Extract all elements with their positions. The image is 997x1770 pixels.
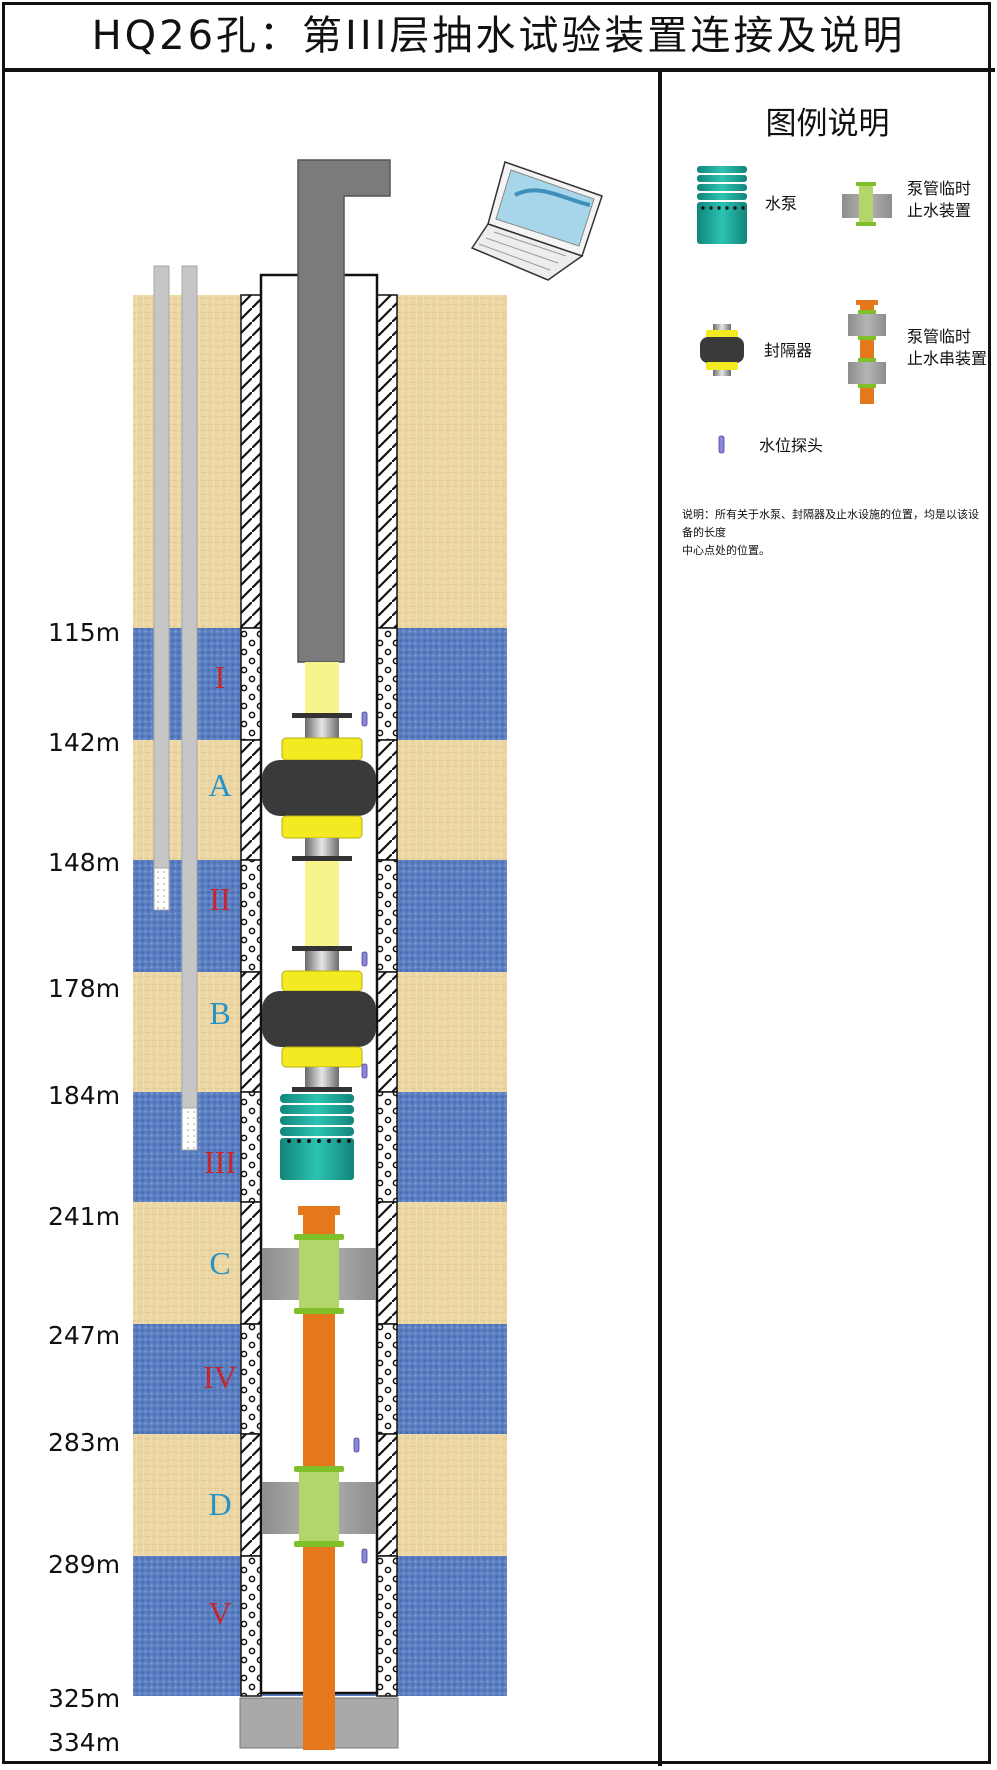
probe-5 [361,1548,368,1564]
legend-packer-label: 封隔器 [764,341,813,360]
legend-title: 图例说明 [765,106,890,142]
legend-packer-icon [700,324,744,376]
depth-label-325m: 325m [48,1684,121,1713]
aquifer-label-v: V [208,1595,232,1631]
legend-divider [658,70,662,1766]
legend-pipe-seal-label-2: 止水装置 [907,201,972,220]
probe-3 [361,1063,368,1079]
depth-label-334m: 334m [48,1728,121,1757]
legend-pipe-seal-label-1: 泵管临时 [907,179,972,198]
aquifer-label-iv: IV [203,1359,237,1395]
water-level-probes [353,711,368,1564]
legend-pipe-series-icon [848,300,886,404]
depth-label-115m: 115m [48,618,121,647]
observation-tube-2-screen [181,1107,198,1151]
probe-1 [361,711,368,727]
depth-label-148m: 148m [48,848,121,877]
packer-b [262,946,376,1092]
pipe-seal-d [262,1466,376,1547]
depth-label-283m: 283m [48,1428,121,1457]
legend-pipe-seal-icon [842,182,892,226]
probe-4 [353,1437,360,1453]
legend-probe-label: 水位探头 [759,436,824,455]
pump-device [280,1094,354,1180]
probe-2 [361,951,368,967]
legend-pipe-series-label-2: 止水串装置 [907,349,988,368]
riser-pipe [297,159,391,663]
aquitard-label-d: D [208,1486,232,1522]
legend-pump-icon [697,166,747,244]
pump-pipe-upper [305,662,339,714]
legend-probe-icon [718,435,725,454]
depth-label-289m: 289m [48,1550,121,1579]
note-line-2: 中心点处的位置。 [682,544,770,557]
aquitard-label-b: B [209,995,231,1031]
depth-label-184m: 184m [48,1081,121,1110]
observation-tube-1 [153,265,170,911]
pump-pipe-middle [305,858,339,946]
pipe-seal-c [262,1234,376,1314]
observation-tube-1-screen [153,867,170,911]
depth-label-247m: 247m [48,1321,121,1350]
depth-label-241m: 241m [48,1202,121,1231]
aquifer-label-iii: III [204,1144,236,1180]
observation-tubes [153,265,198,1151]
aquitard-label-c: C [209,1245,231,1281]
aquifer-label-ii: II [209,881,231,917]
laptop-icon [470,161,603,281]
packer-a [262,713,376,861]
depth-label-178m: 178m [48,974,121,1003]
aquitard-label-a: A [208,767,232,803]
note-text: 说明：所有关于水泵、封隔器及止水设施的位置，均是以该设备的长度 中心点处的位置。 [682,506,987,560]
legend-pump-label: 水泵 [765,194,798,213]
legend-pipe-series-label-1: 泵管临时 [907,327,972,346]
borehole-annulus [240,294,398,1697]
depth-label-142m: 142m [48,728,121,757]
title-divider [2,68,995,72]
note-line-1: 说明：所有关于水泵、封隔器及止水设施的位置，均是以该设备的长度 [682,508,979,539]
page-title: HQ26孔：第III层抽水试验装置连接及说明 [91,13,906,59]
aquifer-label-i: I [214,659,226,695]
